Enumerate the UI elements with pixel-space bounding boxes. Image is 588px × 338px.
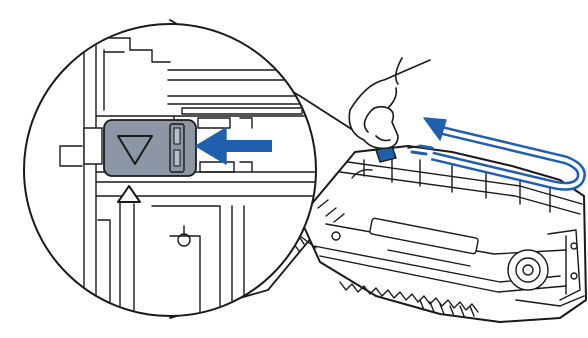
hand-illustration bbox=[349, 58, 430, 148]
zoom-detail bbox=[24, 24, 330, 320]
